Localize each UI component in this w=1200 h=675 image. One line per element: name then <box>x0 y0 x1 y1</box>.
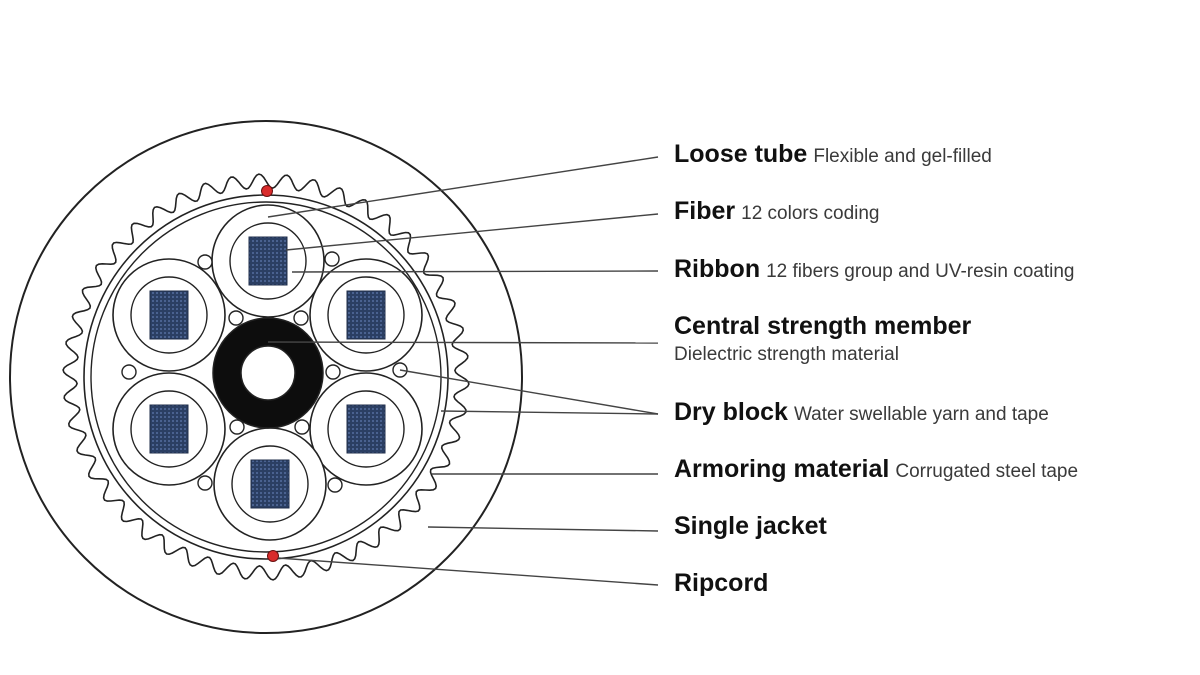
leader-line-dry-block-tape <box>440 410 659 415</box>
label-description: 12 colors coding <box>741 203 880 224</box>
label-title: Single jacket <box>674 512 827 540</box>
dry-block-yarn <box>229 419 245 435</box>
dry-block-yarn <box>294 419 310 435</box>
fiber-ribbon-stack <box>149 404 189 454</box>
loose-tube-lower-right <box>309 372 423 486</box>
loose-tube-lower-left <box>112 372 226 486</box>
loose-tube-top <box>211 204 325 318</box>
label-title: Ripcord <box>674 569 769 597</box>
leader-line-loose-tube <box>267 156 659 218</box>
leader-line-ribbon <box>291 270 659 273</box>
dry-block-yarns-group <box>121 251 408 493</box>
label-title: Loose tube <box>674 140 808 168</box>
label-title: Fiber <box>674 197 736 225</box>
label-title: Central strength member <box>674 312 972 340</box>
dry-block-yarn <box>325 364 341 380</box>
leader-line-jacket <box>427 526 659 532</box>
label-central-strength-member: Central strength member Dielectric stren… <box>674 312 971 366</box>
dry-block-yarn <box>324 251 340 267</box>
label-description: Dielectric strength material <box>674 343 899 365</box>
dry-block-yarn <box>228 310 244 326</box>
label-title: Armoring material <box>674 455 890 483</box>
loose-tube-upper-right <box>309 258 423 372</box>
loose-tube-upper-left <box>112 258 226 372</box>
leader-line-dry-block-yarn <box>399 369 659 415</box>
loose-tube-bottom <box>213 427 327 541</box>
fiber-ribbon-stack <box>149 290 189 340</box>
label-description: Water swellable yarn and tape <box>793 404 1049 425</box>
leader-line-fiber <box>285 213 659 251</box>
leader-line-ripcord <box>277 557 659 586</box>
label-description: 12 fibers group and UV-resin coating <box>766 261 1075 282</box>
label-title: Dry block <box>674 398 788 426</box>
dry-block-yarn <box>293 310 309 326</box>
label-description: Corrugated steel tape <box>895 461 1079 482</box>
label-ripcord: Ripcord <box>674 569 768 598</box>
fiber-ribbon-stack <box>346 290 386 340</box>
fiber-ribbon-stack <box>248 236 288 286</box>
ripcord-bottom <box>267 550 279 562</box>
fiber-ribbon-stack <box>346 404 386 454</box>
fiber-ribbon-stack <box>250 459 290 509</box>
leader-lines <box>267 156 659 586</box>
ripcord-top <box>261 185 273 197</box>
label-title: Ribbon <box>674 255 761 283</box>
leader-line-central-member <box>267 341 659 344</box>
dry-block-yarn <box>197 254 213 270</box>
dry-block-yarn <box>327 477 343 493</box>
dry-block-yarn <box>121 364 137 380</box>
central-core-hole <box>240 345 296 401</box>
label-description: Flexible and gel-filled <box>813 146 992 167</box>
label-single-jacket: Single jacket <box>674 512 827 541</box>
dry-block-yarn <box>197 475 213 491</box>
